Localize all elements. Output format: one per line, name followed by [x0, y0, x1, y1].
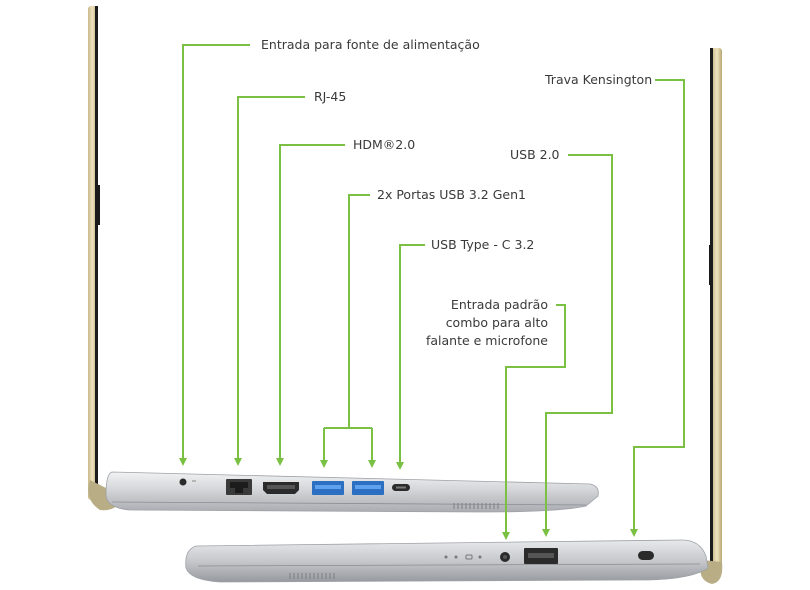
left-laptop	[88, 6, 599, 513]
usb-a-port-icon	[312, 481, 384, 495]
kensington-lock-icon	[638, 551, 654, 560]
label-usb20: USB 2.0	[510, 147, 560, 162]
usb-a-2-port-icon	[524, 548, 558, 564]
right-laptop-vents	[289, 573, 335, 579]
right-laptop-screen-edge	[710, 48, 713, 568]
label-audio-line1: Entrada padrão	[451, 297, 548, 312]
right-laptop	[185, 48, 723, 584]
label-usbc: USB Type - C 3.2	[431, 237, 534, 252]
right-laptop-base	[185, 539, 709, 583]
label-audio-line3: falante e microfone	[426, 333, 548, 348]
label-rj45: RJ-45	[314, 89, 346, 104]
usb-c-port-icon	[392, 484, 410, 491]
left-laptop-vents	[453, 503, 499, 509]
rj45-port-icon	[226, 479, 252, 495]
callout-lines	[179, 44, 685, 540]
left-laptop-lid	[88, 6, 97, 500]
label-usb32: 2x Portas USB 3.2 Gen1	[377, 187, 526, 202]
right-laptop-lid	[712, 48, 722, 568]
label-kensington: Trava Kensington	[544, 72, 652, 87]
audio-jack-icon	[500, 552, 510, 562]
label-audio-line2: combo para alto	[446, 315, 548, 330]
status-led-icons	[444, 554, 482, 560]
hdmi-port-icon	[263, 482, 299, 494]
power-port-icon	[179, 478, 187, 486]
label-hdmi: HDM®2.0	[353, 137, 415, 152]
left-laptop-screen-edge	[95, 6, 98, 500]
label-power: Entrada para fonte de alimentação	[261, 37, 480, 52]
